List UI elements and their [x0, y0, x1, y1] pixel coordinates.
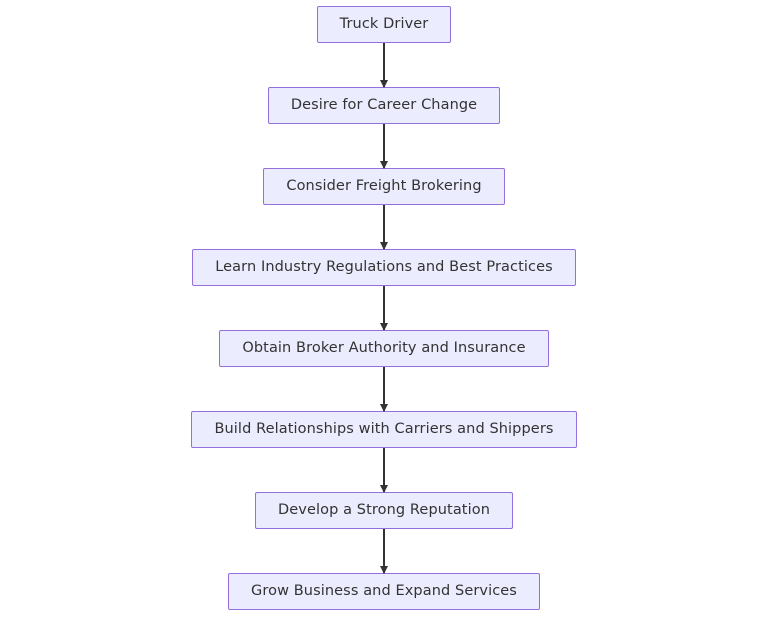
flowchart-node-develop-strong-reputation[interactable]: Develop a Strong Reputation: [255, 492, 513, 529]
flowchart-edge-n4-n5: [380, 286, 388, 331]
arrow-down-icon: [380, 161, 388, 169]
flowchart-edge-n3-n4: [380, 205, 388, 250]
flowchart-node-build-relationships[interactable]: Build Relationships with Carriers and Sh…: [191, 411, 577, 448]
arrow-down-icon: [380, 323, 388, 331]
flowchart-node-learn-industry-regulations[interactable]: Learn Industry Regulations and Best Prac…: [192, 249, 576, 286]
flowchart-node-grow-business-expand-services[interactable]: Grow Business and Expand Services: [228, 573, 540, 610]
arrow-down-icon: [380, 485, 388, 493]
arrow-down-icon: [380, 80, 388, 88]
flowchart-node-label: Obtain Broker Authority and Insurance: [242, 340, 526, 357]
flowchart-node-label: Desire for Career Change: [290, 97, 478, 114]
flowchart-edge-n1-n2: [380, 43, 388, 88]
flowchart-node-obtain-broker-authority[interactable]: Obtain Broker Authority and Insurance: [219, 330, 549, 367]
flowchart-edge-n5-n6: [380, 367, 388, 412]
flowchart-node-truck-driver[interactable]: Truck Driver: [316, 6, 452, 43]
arrow-down-icon: [380, 566, 388, 574]
flowchart-node-desire-for-career-change[interactable]: Desire for Career Change: [267, 87, 501, 124]
flowchart-edge-n2-n3: [380, 124, 388, 169]
flowchart-edge-n7-n8: [380, 529, 388, 574]
flowchart-node-label: Build Relationships with Carriers and Sh…: [214, 421, 554, 438]
flowchart-node-label: Develop a Strong Reputation: [278, 502, 490, 519]
flowchart-node-consider-freight-brokering[interactable]: Consider Freight Brokering: [263, 168, 505, 205]
flowchart-node-label: Grow Business and Expand Services: [251, 583, 517, 600]
arrow-down-icon: [380, 404, 388, 412]
flowchart-node-label: Truck Driver: [339, 16, 429, 33]
flowchart-edge-n6-n7: [380, 448, 388, 493]
flowchart-node-label: Consider Freight Brokering: [286, 178, 482, 195]
flowchart-node-label: Learn Industry Regulations and Best Prac…: [215, 259, 553, 276]
arrow-down-icon: [380, 242, 388, 250]
